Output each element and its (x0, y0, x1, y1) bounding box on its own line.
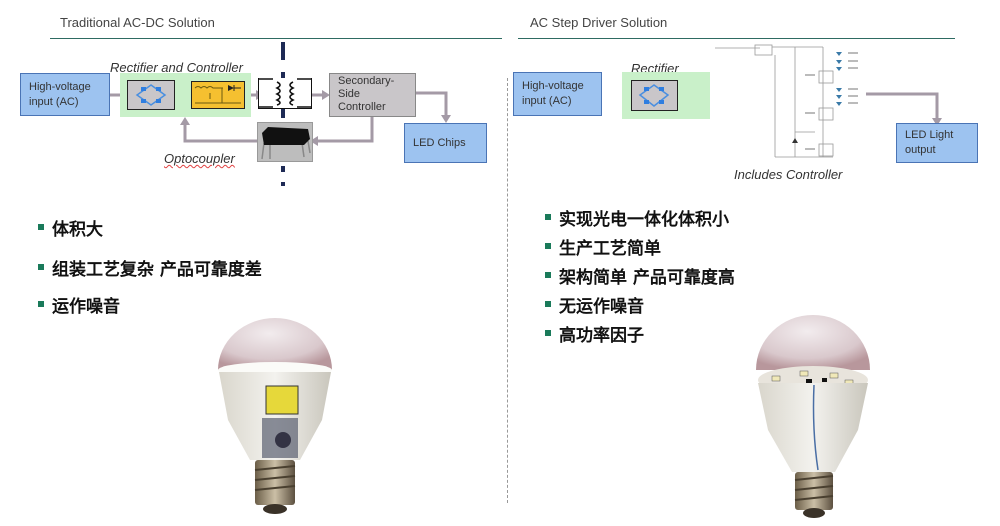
bullet-item: 生产工艺简单 (545, 235, 735, 259)
led-light-output-box: LED Light output (896, 123, 978, 163)
bullet-item: 实现光电一体化体积小 (545, 206, 735, 230)
arrow-head (322, 90, 330, 100)
secondary-box-line: Controller (338, 101, 386, 113)
optocoupler-chip-icon (261, 127, 311, 160)
secondary-box-line: Side (338, 88, 361, 100)
rectifier-controller-label: Rectifier and Controller (110, 60, 243, 75)
bullet-item: 组装工艺复杂 产品可靠度差 (38, 256, 262, 280)
bridge-rectifier-block (127, 80, 175, 110)
input-box-line: High-voltage (522, 80, 584, 92)
arrow-head (310, 136, 318, 146)
bullet-marker (38, 264, 44, 270)
output-box-line: LED Light (905, 129, 954, 141)
right-input-box: High-voltage input (AC) (513, 72, 602, 116)
arrow-head (441, 115, 451, 123)
input-box-line: input (AC) (522, 95, 572, 107)
bullet-item: 运作噪音 (38, 293, 262, 317)
bullet-marker (38, 301, 44, 307)
left-input-box: High-voltage input (AC) (20, 73, 110, 116)
bullet-marker (545, 272, 551, 278)
bullet-marker (545, 243, 551, 249)
arrow-head (932, 118, 942, 126)
output-box-line: output (905, 144, 936, 156)
controller-block (191, 81, 245, 109)
section-divider (507, 78, 508, 503)
right-bridge-rectifier-block (631, 80, 678, 111)
diode-bridge-icon (638, 84, 670, 107)
left-bullet-list: 体积大 组装工艺复杂 产品可靠度差 运作噪音 (38, 216, 262, 317)
bullet-item: 无运作噪音 (545, 293, 735, 317)
optocoupler-block (257, 122, 313, 162)
secondary-side-controller-box: Secondary- Side Controller (329, 73, 416, 117)
secondary-box-line: Secondary- (338, 75, 395, 87)
bullet-item: 高功率因子 (545, 322, 735, 346)
transformer-icon (259, 78, 311, 108)
includes-controller-label: Includes Controller (734, 167, 843, 182)
transformer-block (258, 78, 312, 109)
bullet-item: 架构简单 产品可靠度高 (545, 264, 735, 288)
bullet-marker (545, 330, 551, 336)
diode-bridge-icon (135, 84, 167, 106)
bullet-marker (545, 214, 551, 220)
right-bullet-list: 实现光电一体化体积小 生产工艺简单 架构简单 产品可靠度高 无运作噪音 高功率因… (545, 206, 735, 346)
left-title-rule (50, 38, 502, 39)
input-box-line: High-voltage (29, 81, 91, 93)
bullet-marker (545, 301, 551, 307)
right-title-rule (518, 38, 955, 39)
right-section-title: AC Step Driver Solution (530, 15, 668, 30)
led-diode-icon (836, 52, 842, 56)
bullet-marker (38, 224, 44, 230)
arrow-head (180, 117, 190, 125)
switch-circuit-icon (194, 85, 241, 104)
optocoupler-label: Optocoupler (164, 151, 235, 166)
input-box-line: input (AC) (29, 96, 79, 108)
left-section-title: Traditional AC-DC Solution (60, 15, 215, 30)
led-chips-box: LED Chips (404, 123, 487, 163)
bullet-item: 体积大 (38, 216, 262, 240)
